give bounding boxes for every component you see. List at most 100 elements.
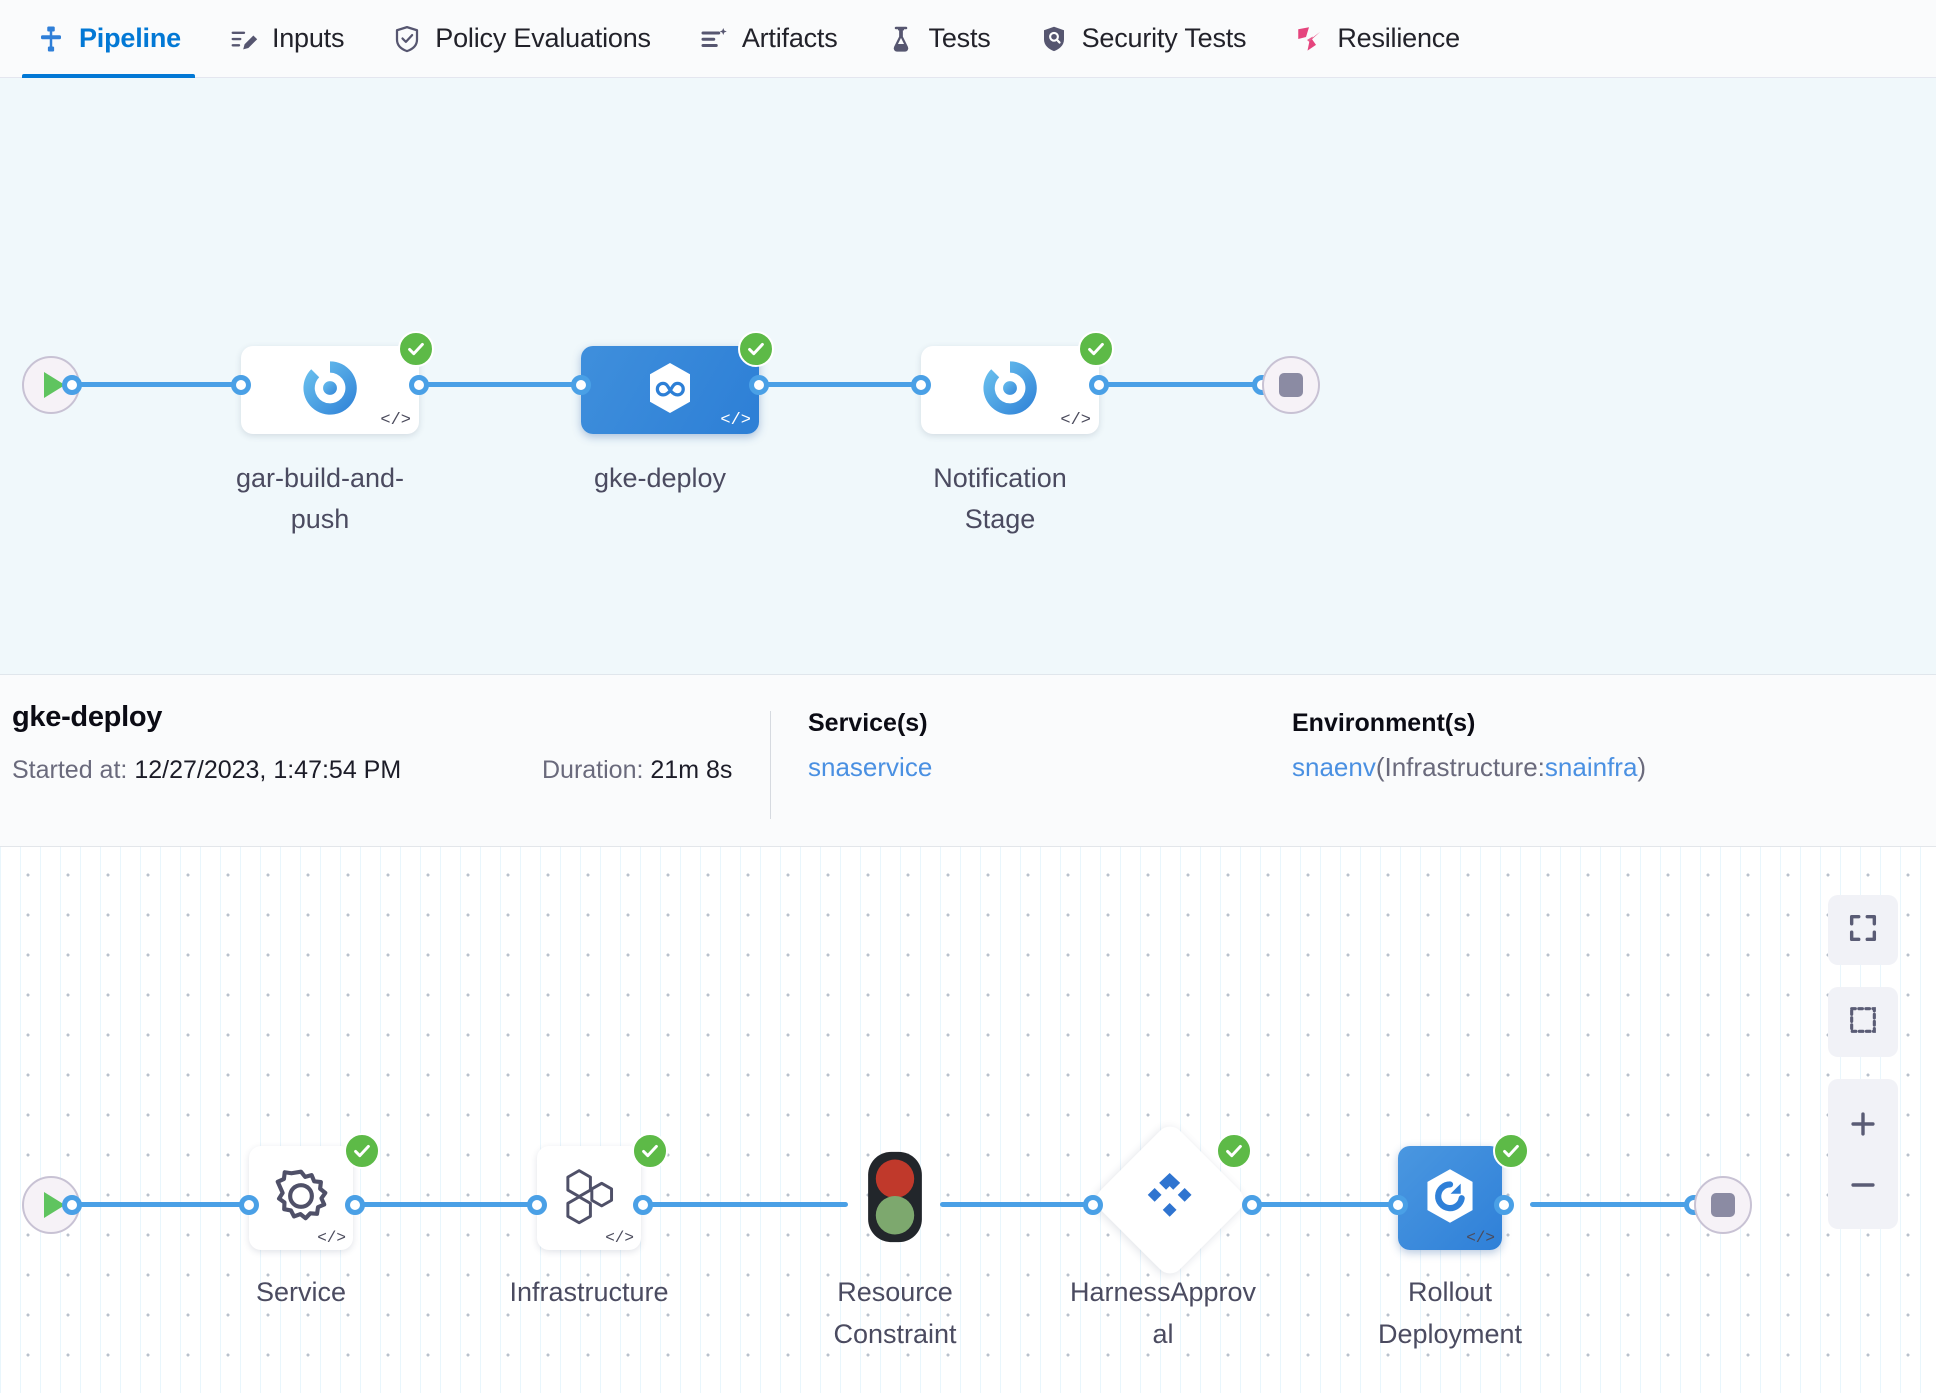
execution-end-node[interactable] <box>1694 1176 1752 1234</box>
services-heading: Service(s) <box>808 709 928 737</box>
edge-infrastructure-to-resourceconstraint <box>648 1202 848 1207</box>
execution-step-label-resource-constraint: Resource Constraint <box>780 1271 1010 1355</box>
minus-icon <box>1851 1182 1875 1187</box>
zoom-in-button[interactable] <box>1828 1094 1898 1154</box>
harness-ci-icon <box>978 356 1042 425</box>
tab-policy-evaluations[interactable]: Policy Evaluations <box>368 0 675 78</box>
label-line-2: Stage <box>964 504 1036 534</box>
tab-pipeline[interactable]: Pipeline <box>12 0 205 78</box>
execution-step-service[interactable]: </> <box>249 1146 353 1250</box>
port-stage2-out[interactable] <box>749 375 769 395</box>
pipeline-stage-label-2: gke-deploy <box>545 458 775 499</box>
pipeline-stage-card-3[interactable]: </> <box>921 346 1099 434</box>
tab-label: Inputs <box>271 23 345 53</box>
code-tag[interactable]: </> <box>1060 411 1091 430</box>
label-line-1: gke-deploy <box>593 463 727 493</box>
infrastructure-link[interactable]: snainfra <box>1544 752 1638 782</box>
code-tag[interactable]: </> <box>317 1229 346 1247</box>
started-at-label: Started at: <box>12 756 128 784</box>
tab-inputs[interactable]: Inputs <box>205 0 368 78</box>
port-infrastructure-out[interactable] <box>633 1195 653 1215</box>
pipeline-graph-canvas[interactable]: </> gar-build-and- push </> gke-deploy <box>0 78 1936 675</box>
tab-label: Artifacts <box>741 23 838 53</box>
execution-step-label-harness-approval: HarnessApprov al <box>1048 1271 1278 1355</box>
zoom-controls-group <box>1828 1079 1898 1229</box>
infrastructure-suffix: ) <box>1637 752 1647 782</box>
tab-security-tests[interactable]: Security Tests <box>1015 0 1271 78</box>
execution-step-resource-constraint[interactable] <box>843 1147 947 1251</box>
security-shield-icon <box>1039 24 1069 54</box>
status-badge-success-infrastructure <box>632 1133 668 1169</box>
edge-resourceconstraint-to-approval <box>940 1202 1130 1207</box>
tab-tests[interactable]: Tests <box>862 0 1015 78</box>
started-at-row: Started at: 12/27/2023, 1:47:54 PM <box>12 756 542 785</box>
label-line-2: Deployment <box>1377 1319 1523 1349</box>
execution-step-harness-approval[interactable] <box>1090 1120 1250 1280</box>
port-infrastructure-in[interactable] <box>527 1195 547 1215</box>
gear-icon <box>270 1165 332 1232</box>
execution-graph-canvas[interactable]: </> Service </> Infrastructure <box>0 847 1936 1393</box>
inputs-icon <box>229 24 259 54</box>
port-approval-out[interactable] <box>1242 1195 1262 1215</box>
tab-label: Security Tests <box>1081 23 1247 53</box>
port-rollout-out[interactable] <box>1494 1195 1514 1215</box>
port-start-out[interactable] <box>62 375 82 395</box>
port-service-in[interactable] <box>239 1195 259 1215</box>
edge-service-to-infrastructure <box>358 1202 558 1207</box>
status-badge-success-stage3 <box>1078 331 1114 367</box>
stage-details-panel: gke-deploy Started at: 12/27/2023, 1:47:… <box>0 675 1936 847</box>
service-link[interactable]: snaservice <box>808 752 933 782</box>
code-tag[interactable]: </> <box>720 411 751 430</box>
pipeline-stage-card-2[interactable]: </> <box>581 346 759 434</box>
environments-heading: Environment(s) <box>1292 709 1476 737</box>
port-service-out[interactable] <box>345 1195 365 1215</box>
execution-step-label-rollout-deployment: Rollout Deployment <box>1335 1271 1565 1355</box>
execution-step-rollout-deployment[interactable]: </> <box>1398 1146 1502 1250</box>
label-line-2: al <box>1152 1319 1174 1349</box>
resilience-icon <box>1294 24 1324 54</box>
harness-cd-icon <box>640 358 700 423</box>
code-tag[interactable]: </> <box>1466 1229 1495 1247</box>
tab-label: Tests <box>928 23 991 53</box>
pipeline-end-node[interactable] <box>1262 356 1320 414</box>
tab-artifacts[interactable]: Artifacts <box>675 0 862 78</box>
code-tag[interactable]: </> <box>605 1229 634 1247</box>
port-exec-start-out[interactable] <box>62 1195 82 1215</box>
port-stage1-out[interactable] <box>409 375 429 395</box>
tab-label: Policy Evaluations <box>435 23 651 53</box>
pipeline-stage-label-3: Notification Stage <box>885 458 1115 540</box>
environment-link[interactable]: snaenv <box>1292 752 1376 782</box>
check-icon <box>354 1144 370 1158</box>
label-line-1: Infrastructure <box>509 1277 669 1307</box>
play-icon <box>43 1192 65 1218</box>
tab-resilience[interactable]: Resilience <box>1270 0 1484 78</box>
port-stage3-out[interactable] <box>1089 375 1109 395</box>
edge-stage1-to-stage2 <box>410 382 610 387</box>
check-icon <box>642 1144 658 1158</box>
port-rollout-in[interactable] <box>1388 1195 1408 1215</box>
port-stage2-in[interactable] <box>571 375 591 395</box>
status-badge-success-stage2 <box>738 331 774 367</box>
edge-start-to-service <box>62 1202 252 1207</box>
status-badge-success-rollout-deployment <box>1493 1133 1529 1169</box>
port-stage1-in[interactable] <box>231 375 251 395</box>
port-stage3-in[interactable] <box>911 375 931 395</box>
zoom-out-button[interactable] <box>1828 1155 1898 1215</box>
code-tag[interactable]: </> <box>380 411 411 430</box>
edge-stage3-to-end <box>1098 382 1258 387</box>
pipeline-stage-card-1[interactable]: </> <box>241 346 419 434</box>
status-badge-success-stage1 <box>398 331 434 367</box>
infrastructure-prefix: (Infrastructure: <box>1375 752 1545 782</box>
duration-label: Duration: <box>542 756 644 784</box>
harness-ci-icon <box>298 356 362 425</box>
plus-icon <box>1851 1111 1875 1136</box>
port-approval-in[interactable] <box>1083 1195 1103 1215</box>
fit-to-screen-button[interactable] <box>1828 895 1898 965</box>
selection-box-button[interactable] <box>1828 987 1898 1057</box>
check-icon <box>1503 1144 1519 1158</box>
environments-column: Environment(s) snaenv(Infrastructure:sna… <box>1292 709 1646 783</box>
check-icon <box>1226 1144 1242 1158</box>
execution-step-infrastructure[interactable]: </> <box>537 1146 641 1250</box>
policy-shield-icon <box>392 24 422 54</box>
label-line-1: HarnessApprov <box>1069 1277 1257 1307</box>
